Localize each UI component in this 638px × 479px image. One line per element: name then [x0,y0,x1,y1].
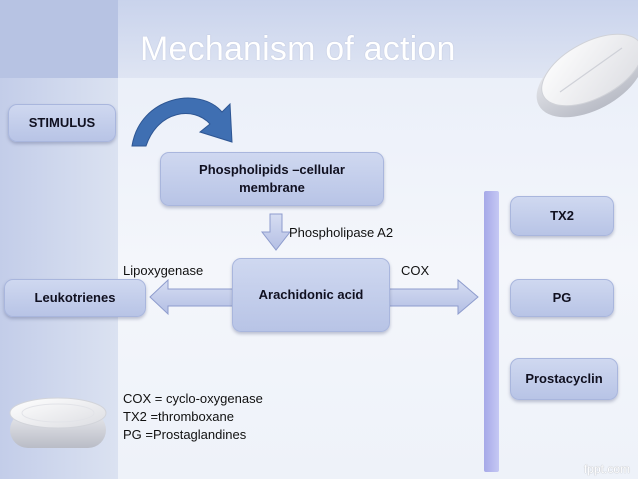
phospholipase-label: Phospholipase A2 [289,225,394,240]
corner-block [0,0,118,78]
phospholipids-node: Phospholipids –cellular membrane [160,152,384,206]
tx2-node: TX2 [510,196,614,236]
legend-item-pg: PG =Prostaglandines [123,427,247,442]
stimulus-node: STIMULUS [8,104,116,142]
pill-top-right-icon [536,33,638,118]
lipoxygenase-label: Lipoxygenase [123,263,204,278]
left-arrow [149,278,235,316]
legend-item-cox: COX = cyclo-oxygenase [123,391,263,406]
leukotrienes-label: Leukotrienes [34,290,116,305]
down-arrow [260,213,292,251]
arachidonic-acid-node: Arachidonic acid [232,258,390,332]
prostacyclin-node: Prostacyclin [510,358,618,400]
pg-node: PG [510,279,614,317]
arachidonic-acid-label: Arachidonic acid [258,287,364,302]
pill-bottom-left-icon [9,397,107,448]
page-title: Mechanism of action [140,30,456,68]
footer-brand: fppt.com [583,462,630,476]
curved-arrow-icon [131,97,233,147]
legend: COX = cyclo-oxygenase TX2 =thromboxane P… [123,390,263,444]
leukotrienes-node: Leukotrienes [4,279,146,317]
mediator-bar [484,191,499,472]
phospholipids-label: Phospholipids –cellular membrane [199,162,345,195]
tx2-label: TX2 [550,208,574,223]
prostacyclin-label: Prostacyclin [525,371,603,386]
pg-label: PG [552,290,572,305]
cox-label: COX [401,263,430,278]
legend-item-tx2: TX2 =thromboxane [123,409,234,424]
stimulus-label: STIMULUS [28,115,96,130]
right-arrow [387,278,479,316]
